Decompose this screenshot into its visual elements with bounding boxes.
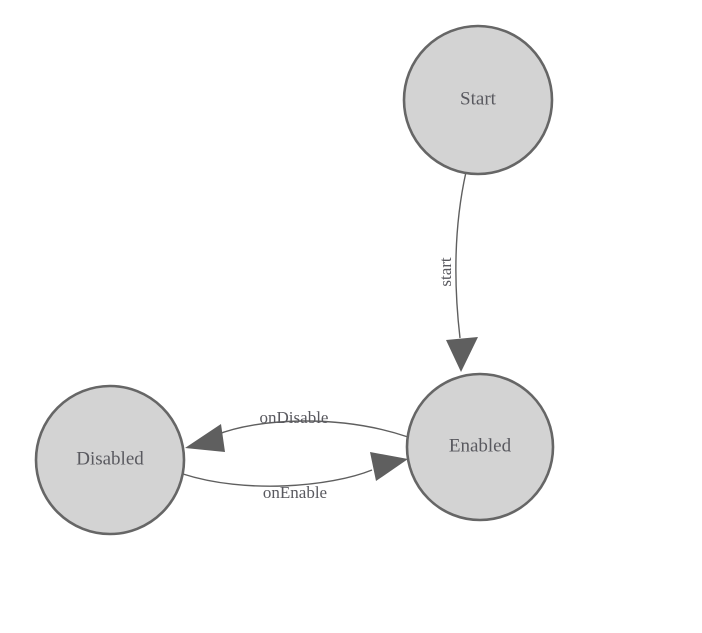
- node-enabled-circle: [405, 372, 555, 522]
- edge-disabled-to-enabled-path: [182, 469, 373, 487]
- edge-label-onEnable: onEnable: [263, 483, 327, 502]
- edge-start-to-enabled-path: [455, 171, 467, 339]
- arrowhead-into-enabled-top: [446, 337, 478, 372]
- node-enabled[interactable]: Enabled: [405, 372, 555, 522]
- node-start-label: Start: [460, 88, 497, 109]
- node-disabled-circle: [34, 384, 186, 536]
- node-disabled[interactable]: Disabled: [34, 384, 186, 536]
- edge-label-start: start: [436, 257, 455, 287]
- edge-disabled-to-enabled[interactable]: onEnable: [182, 452, 408, 502]
- edge-enabled-to-disabled-path: [215, 420, 409, 438]
- arrowhead-into-enabled-left: [370, 452, 408, 481]
- node-start[interactable]: Start: [402, 24, 554, 176]
- edge-enabled-to-disabled[interactable]: onDisable: [185, 408, 409, 452]
- node-start-circle: [402, 24, 554, 176]
- edge-label-onDisable: onDisable: [260, 408, 329, 427]
- edge-start-to-enabled[interactable]: start: [436, 171, 478, 372]
- node-enabled-label: Enabled: [449, 435, 512, 456]
- node-disabled-label: Disabled: [76, 448, 144, 469]
- arrowhead-into-disabled: [185, 424, 225, 452]
